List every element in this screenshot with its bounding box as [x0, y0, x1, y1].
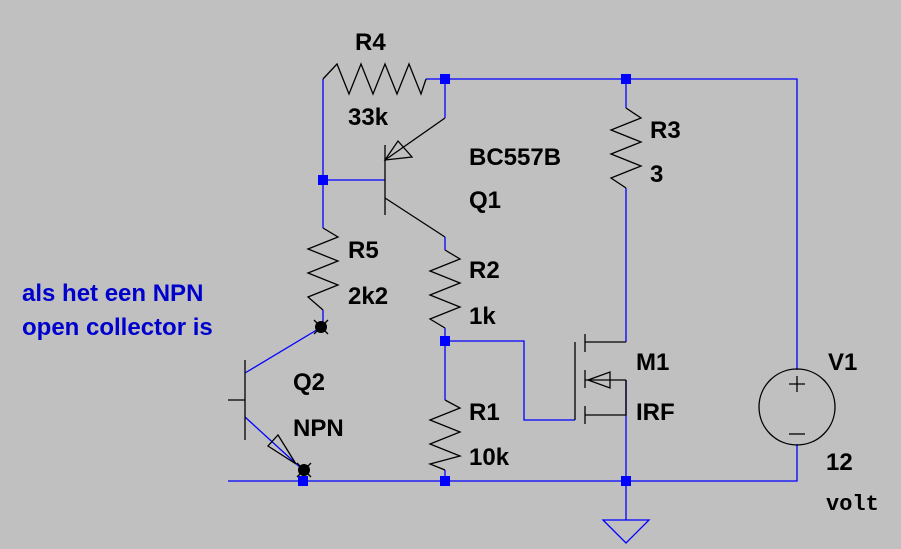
- v1-unit: volt: [826, 492, 879, 517]
- r5-value: 2k2: [348, 283, 388, 310]
- mosfet-m1: M1 IRF: [574, 334, 675, 426]
- r3-name: R3: [650, 117, 681, 144]
- ground-icon: [601, 519, 651, 544]
- v1-value: 12: [826, 449, 853, 476]
- m1-model: IRF: [636, 399, 675, 426]
- note-line-1: als het een NPN: [22, 280, 203, 307]
- r1-value: 10k: [469, 444, 510, 471]
- resistor-r5: R5 2k2: [306, 227, 388, 311]
- annotation-note: als het een NPN open collector is: [22, 280, 213, 341]
- m1-name: M1: [636, 349, 669, 376]
- junctions: [298, 74, 631, 486]
- q1-model: BC557B: [469, 144, 561, 171]
- r2-value: 1k: [469, 303, 496, 330]
- resistor-r3: R3 3: [609, 107, 681, 189]
- note-line-2: open collector is: [22, 314, 213, 341]
- voltage-source-v1: V1 12 volt: [758, 349, 879, 517]
- v1-name: V1: [828, 349, 857, 376]
- q2-name: Q2: [293, 369, 325, 396]
- resistor-r1: R1 10k: [427, 399, 510, 471]
- r2-name: R2: [469, 257, 500, 284]
- r4-value: 33k: [348, 104, 389, 131]
- r4-name: R4: [355, 29, 386, 56]
- r1-name: R1: [469, 399, 500, 426]
- transistor-q2: Q2 NPN: [228, 319, 344, 478]
- r3-value: 3: [650, 161, 663, 188]
- q2-model: NPN: [293, 415, 344, 442]
- r5-name: R5: [348, 237, 379, 264]
- q1-name: Q1: [469, 187, 501, 214]
- transistor-q1: BC557B Q1: [383, 117, 561, 238]
- resistor-r4: R4 33k: [322, 29, 427, 131]
- resistor-r2: R2 1k: [428, 249, 500, 330]
